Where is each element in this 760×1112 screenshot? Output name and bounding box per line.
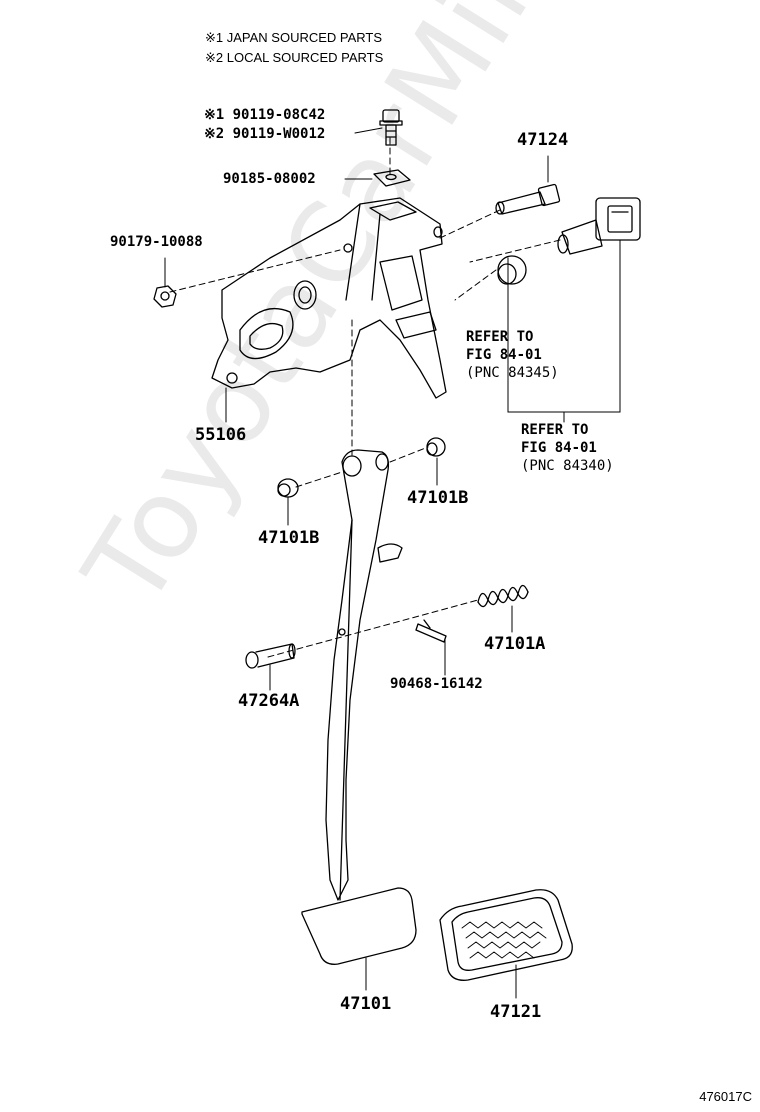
bushing-47101b-left-icon [277,478,299,498]
label-pedal-pad-47121[interactable]: 47121 [490,1002,542,1022]
nut-90179-icon [153,285,177,308]
reference-84340[interactable]: REFER TO FIG 84-01 (PNC 84340) [521,421,614,475]
reference-84340-line1: REFER TO [521,422,589,438]
label-spring-47101a[interactable]: 47101A [484,634,546,654]
label-bushing-47101b-right[interactable]: 47101B [407,488,469,508]
reference-84345-line2: FIG 84-01 [466,347,542,363]
label-nut-plate[interactable]: 90185-08002 [223,171,316,187]
reference-84345-pnc: (PNC 84345) [466,365,559,381]
stop-lamp-switch-icon [557,197,641,255]
pedal-arm-47101-icon [325,449,403,901]
figure-id: 476017C [699,1089,752,1104]
bolt-90119-icon [379,109,403,146]
label-nut-90179[interactable]: 90179-10088 [110,234,203,250]
reference-84345[interactable]: REFER TO FIG 84-01 (PNC 84345) [466,328,559,382]
label-clip-90468[interactable]: 90468-16142 [390,676,483,692]
reference-84340-pnc: (PNC 84340) [521,458,614,474]
pedal-plate-icon [301,887,417,965]
bushing-84345-icon [497,255,527,285]
label-bushing-47101b-left[interactable]: 47101B [258,528,320,548]
label-pin-47124[interactable]: 47124 [517,130,569,150]
note-japan-sourced: ※1 JAPAN SOURCED PARTS [205,30,383,45]
reference-84340-line2: FIG 84-01 [521,440,597,456]
pedal-bracket-55106-icon [211,197,447,399]
label-bracket-55106[interactable]: 55106 [195,425,247,445]
note-local-sourced: ※2 LOCAL SOURCED PARTS [205,50,384,65]
label-pin-47264a[interactable]: 47264A [238,691,300,711]
pin-47124-icon [495,183,561,215]
clip-90468-icon [415,619,447,643]
dashed-center-lines [169,137,561,658]
leader-lines [164,127,621,999]
label-bolt-local[interactable]: ※2 90119-W0012 [204,126,326,142]
nut-plate-90185-icon [373,169,411,187]
pin-47264a-icon [245,643,296,669]
pedal-pad-47121-icon [439,889,573,981]
label-bolt-japan[interactable]: ※1 90119-08C42 [204,107,326,123]
label-pedal-arm-47101[interactable]: 47101 [340,994,392,1014]
reference-84345-line1: REFER TO [466,329,534,345]
spring-47101a-icon [477,584,529,608]
bushing-47101b-right-icon [426,437,446,457]
